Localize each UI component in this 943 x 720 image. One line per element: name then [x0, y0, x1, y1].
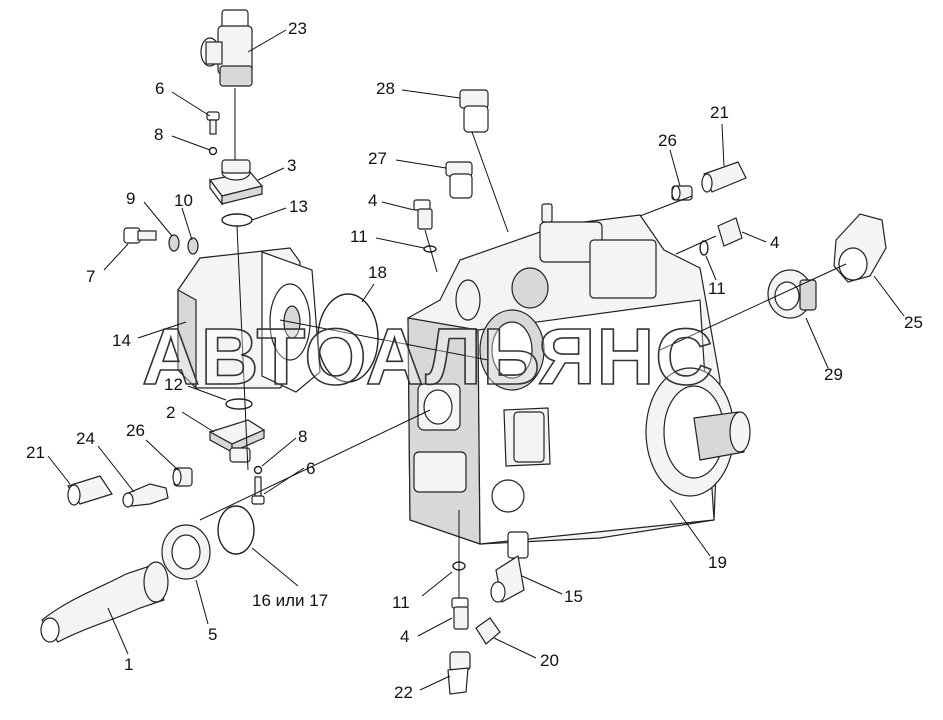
callout-27: 27 [368, 149, 387, 168]
callout-18: 18 [368, 263, 387, 282]
callout-14: 14 [112, 331, 131, 350]
callout-24: 24 [76, 429, 95, 448]
part-27-plug [445, 161, 473, 199]
callout-22: 22 [394, 683, 413, 702]
callout-8-top: 8 [154, 125, 163, 144]
callout-7: 7 [86, 267, 95, 286]
callout-2: 2 [166, 403, 175, 422]
callout-3: 3 [287, 156, 296, 175]
part-20-nut [475, 617, 501, 645]
part-4-fitting-bottom [451, 597, 469, 630]
part-7-bolt [123, 227, 157, 244]
part-5-nut [161, 524, 211, 580]
callout-19: 19 [708, 553, 727, 572]
part-25-elbow [833, 213, 887, 283]
part-19-pump-body [407, 203, 751, 545]
callout-numbers: 23 6 8 3 9 10 13 7 14 18 12 2 8 6 21 24 … [26, 19, 923, 702]
callout-10: 10 [174, 191, 193, 210]
part-29-adapter [767, 269, 817, 319]
callout-15: 15 [564, 587, 583, 606]
part-6-bolt-bottom [251, 476, 265, 505]
part-18-large-oring [317, 293, 379, 383]
part-21-hose-fitting-left [67, 475, 113, 506]
callout-25: 25 [904, 313, 923, 332]
callout-20: 20 [540, 651, 559, 670]
callout-8-bottom: 8 [298, 427, 307, 446]
callout-5: 5 [208, 625, 217, 644]
callout-9: 9 [126, 189, 135, 208]
callout-26-left: 26 [126, 421, 145, 440]
callout-21-right: 21 [710, 103, 729, 122]
part-21-fitting-right [701, 161, 747, 193]
part-8-oring-top [208, 146, 218, 156]
part-16-17-oring [217, 505, 255, 555]
part-9-washer [168, 234, 180, 252]
callout-leaders [47, 29, 905, 691]
part-1-pipe [40, 561, 169, 643]
callout-13: 13 [289, 197, 308, 216]
watermark: АВТОАЛЬЯНС [142, 312, 714, 401]
callout-21-left: 21 [26, 443, 45, 462]
callout-6-bottom: 6 [306, 459, 315, 478]
callout-23: 23 [288, 19, 307, 38]
part-8-oring-bottom [253, 465, 263, 475]
callout-11-right: 11 [708, 279, 726, 298]
callout-4-bottom: 4 [400, 627, 409, 646]
callout-16-or-17: 16 или 17 [252, 591, 328, 610]
part-24-elbow [122, 483, 169, 508]
part-4-fitting-top [413, 199, 433, 230]
callout-11-bottom: 11 [392, 593, 410, 612]
part-28-plug [459, 89, 489, 133]
part-26-adapter-right [671, 185, 693, 201]
part-10-washer [187, 237, 199, 255]
part-23-tee-fitting [200, 9, 253, 160]
callout-4-top: 4 [368, 191, 377, 210]
part-4-fitting-right [717, 217, 743, 247]
part-6-bolt-top [206, 111, 220, 135]
part-3-flange [208, 159, 264, 206]
part-26-adapter-left [172, 467, 193, 487]
callout-12: 12 [164, 375, 183, 394]
callout-6-top: 6 [155, 79, 164, 98]
part-2-flange [208, 419, 266, 463]
callout-11-top: 11 [350, 227, 368, 246]
part-13-oring [221, 213, 253, 227]
part-15-valve [490, 531, 529, 603]
callout-1: 1 [124, 655, 133, 674]
callout-26-right: 26 [658, 131, 677, 150]
part-22-fitting [447, 651, 471, 695]
assembly-axis-lines [199, 131, 847, 598]
callout-29: 29 [824, 365, 843, 384]
callout-4-right: 4 [770, 233, 779, 252]
part-12-oring [225, 398, 253, 410]
callout-28: 28 [376, 79, 395, 98]
